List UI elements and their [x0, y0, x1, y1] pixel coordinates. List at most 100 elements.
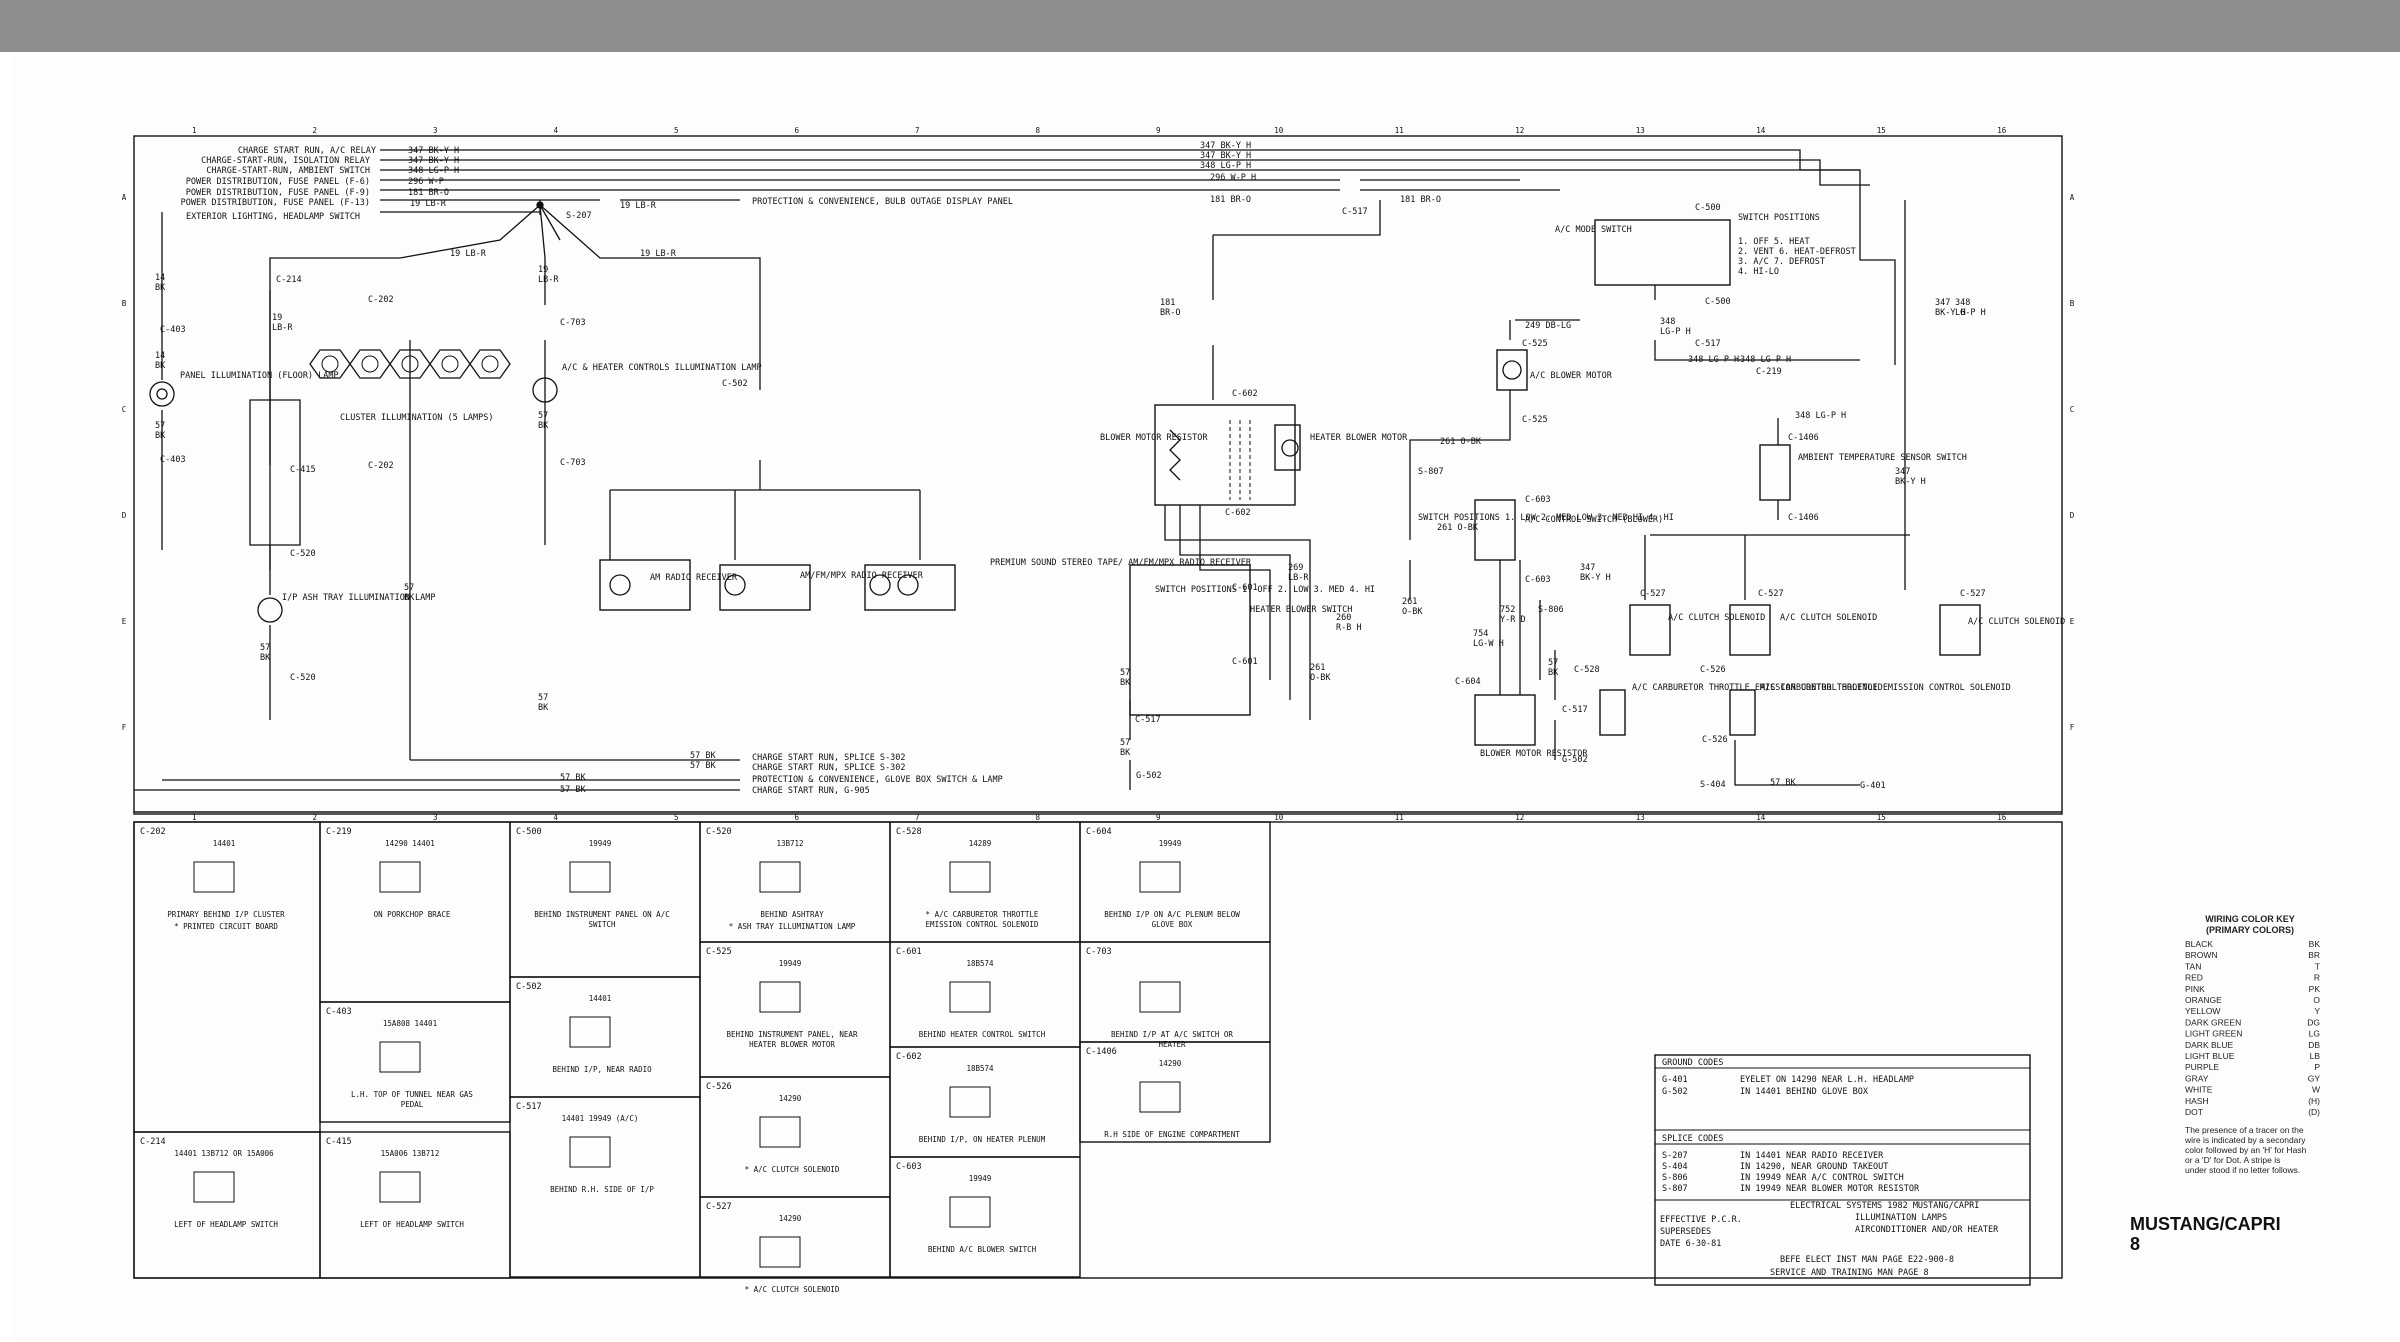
grid-column-number: 1	[192, 126, 197, 135]
connector-location: ON PORKCHOP BRACE	[374, 910, 451, 919]
svg-text:348 LG-P H: 348 LG-P H	[408, 166, 459, 176]
ambient-sensor: C-1406 AMBIENT TEMPERATURE SENSOR SWITCH…	[1650, 298, 1986, 536]
svg-text:754: 754	[1473, 629, 1488, 639]
svg-text:57: 57	[1120, 668, 1130, 678]
svg-text:2. VENT 6. HEAT-DEFROST: 2. VENT 6. HEAT-DEFROST	[1738, 247, 1856, 257]
grid-row-letter: B	[122, 299, 127, 308]
connector-part: 19949	[969, 1174, 992, 1183]
svg-text:PROTECTION & CONVENIENCE, GLOV: PROTECTION & CONVENIENCE, GLOVE BOX SWIT…	[752, 775, 1003, 785]
grid-column-number: 3	[433, 126, 438, 135]
svg-text:AIRCONDITIONER AND/OR HEATER: AIRCONDITIONER AND/OR HEATER	[1855, 1225, 1999, 1235]
color-key-code: O	[2313, 995, 2320, 1005]
svg-text:752: 752	[1500, 605, 1515, 615]
connector-location: BEHIND INSTRUMENT PANEL, NEAR	[727, 1030, 858, 1039]
svg-text:C-415: C-415	[290, 465, 316, 475]
svg-text:A/C CLUTCH SOLENOID: A/C CLUTCH SOLENOID	[1668, 613, 1765, 623]
connector-location: BEHIND I/P, ON HEATER PLENUM	[919, 1135, 1046, 1144]
svg-text:BK-Y H: BK-Y H	[1935, 308, 1966, 318]
svg-text:C-1406: C-1406	[1788, 433, 1819, 443]
svg-text:C-517: C-517	[1562, 705, 1588, 715]
connector-part: 14290	[779, 1094, 802, 1103]
svg-text:S-207: S-207	[1662, 1151, 1688, 1161]
svg-text:LB-R: LB-R	[538, 275, 559, 285]
svg-text:C-603: C-603	[1525, 495, 1551, 505]
connector-part: 14401 13B712 OR 15A006	[174, 1149, 274, 1158]
color-key-name: PURPLE	[2185, 1062, 2219, 1072]
svg-text:SPLICE CODES: SPLICE CODES	[1662, 1134, 1723, 1144]
connector-location: BEHIND HEATER CONTROL SWITCH	[919, 1030, 1046, 1039]
color-key-code: P	[2314, 1062, 2320, 1072]
ac-blower-motor: C-525 A/C BLOWER MOTOR C-525 261 O-BK	[1440, 319, 1613, 447]
grid-column-number: 15	[1877, 126, 1886, 135]
svg-text:57: 57	[260, 643, 270, 653]
color-key-name: ORANGE	[2185, 995, 2222, 1005]
svg-text:G-401: G-401	[1860, 781, 1886, 791]
svg-text:57: 57	[538, 411, 548, 421]
connector-id: C-703	[1086, 947, 1112, 957]
feed-labels: CHARGE START RUN, A/C RELAY CHARGE-START…	[181, 146, 376, 222]
svg-text:IN 19949 NEAR BLOWER MOTOR RES: IN 19949 NEAR BLOWER MOTOR RESISTOR	[1740, 1184, 1920, 1194]
svg-text:C-520: C-520	[290, 673, 316, 683]
color-key-code: BR	[2308, 950, 2320, 960]
svg-text:ELECTRICAL SYSTEMS 1982 MUSTAN: ELECTRICAL SYSTEMS 1982 MUSTANG/CAPRI	[1790, 1201, 1979, 1211]
color-key-note: color followed by an 'H' for Hash	[2185, 1145, 2307, 1155]
connector-shape	[759, 1116, 801, 1148]
color-key-code: (D)	[2308, 1107, 2320, 1117]
grid-row-letter: A	[122, 193, 127, 202]
connector-id: C-525	[706, 947, 732, 957]
connector-location: BEHIND ASHTRAY	[760, 910, 824, 919]
svg-text:C-403: C-403	[160, 325, 186, 335]
svg-text:C-703: C-703	[560, 458, 586, 468]
svg-text:POWER DISTRIBUTION, FUSE PANEL: POWER DISTRIBUTION, FUSE PANEL (F-13)	[181, 198, 370, 208]
svg-text:C-703: C-703	[560, 318, 586, 328]
svg-text:BK-Y H: BK-Y H	[1580, 573, 1611, 583]
connector-id: C-415	[326, 1137, 352, 1147]
page-number: 8	[2130, 1234, 2140, 1254]
svg-text:4. HI-LO: 4. HI-LO	[1738, 267, 1779, 277]
connector-location: * A/C CLUTCH SOLENOID	[745, 1165, 840, 1174]
color-key-name: DOT	[2185, 1107, 2203, 1117]
connector-location: LEFT OF HEADLAMP SWITCH	[174, 1220, 278, 1229]
return-labels: 57 BK 57 BK 57 BK 57 BK CHARGE START RUN…	[560, 751, 1003, 796]
grid-column-number: 4	[553, 813, 558, 822]
svg-text:348: 348	[1955, 298, 1970, 308]
connector-id: C-601	[896, 947, 922, 957]
grid-column-number: 7	[915, 813, 920, 822]
svg-text:AMBIENT TEMPERATURE SENSOR SWI: AMBIENT TEMPERATURE SENSOR SWITCH	[1798, 453, 1967, 463]
grid-row-letter: C	[2070, 405, 2075, 414]
grid-column-number: 2	[312, 126, 317, 135]
svg-text:PREMIUM SOUND STEREO TAPE/ AM/: PREMIUM SOUND STEREO TAPE/ AM/FM/MPX RAD…	[990, 558, 1252, 568]
color-key-name: BLACK	[2185, 939, 2213, 949]
color-key-note: wire is indicated by a secondary	[2184, 1135, 2306, 1145]
color-key-name: DARK BLUE	[2185, 1040, 2234, 1050]
svg-text:C-525: C-525	[1522, 415, 1548, 425]
svg-text:296 W-P H: 296 W-P H	[1210, 173, 1256, 183]
color-key-note: The presence of a tracer on the	[2185, 1125, 2304, 1135]
svg-text:O-BK: O-BK	[1310, 673, 1331, 683]
grid-column-number: 9	[1156, 813, 1161, 822]
svg-text:BK: BK	[1548, 668, 1559, 678]
color-key-code: DB	[2308, 1040, 2320, 1050]
color-key-code: GY	[2308, 1073, 2321, 1083]
grid-column-number: 6	[794, 813, 799, 822]
connector-shape	[193, 861, 235, 893]
svg-text:BLOWER MOTOR RESISTOR: BLOWER MOTOR RESISTOR	[1480, 749, 1588, 759]
svg-text:296 W-P: 296 W-P	[408, 177, 444, 187]
connector-shape	[949, 1086, 991, 1118]
ac-control-switch: S-807 261 O-BK SWITCH POSITIONS 1. LOW 2…	[1402, 420, 1674, 759]
grid-column-number: 12	[1515, 813, 1524, 822]
svg-text:A/C BLOWER MOTOR: A/C BLOWER MOTOR	[1530, 371, 1613, 381]
connector-id: C-528	[896, 827, 922, 837]
svg-text:POWER DISTRIBUTION, FUSE PANEL: POWER DISTRIBUTION, FUSE PANEL (F-6)	[186, 177, 370, 187]
grid-column-number: 5	[674, 126, 679, 135]
svg-text:C-601: C-601	[1232, 657, 1258, 667]
connector-part: 18B574	[966, 959, 994, 968]
bulb-outage-label: PROTECTION & CONVENIENCE, BULB OUTAGE DI…	[752, 197, 1013, 207]
svg-text:S-807: S-807	[1418, 467, 1444, 477]
grid-column-number: 14	[1756, 813, 1766, 822]
svg-text:C-527: C-527	[1758, 589, 1784, 599]
svg-text:POWER DISTRIBUTION, FUSE PANEL: POWER DISTRIBUTION, FUSE PANEL (F-9)	[186, 188, 370, 198]
connector-id: C-500	[516, 827, 542, 837]
